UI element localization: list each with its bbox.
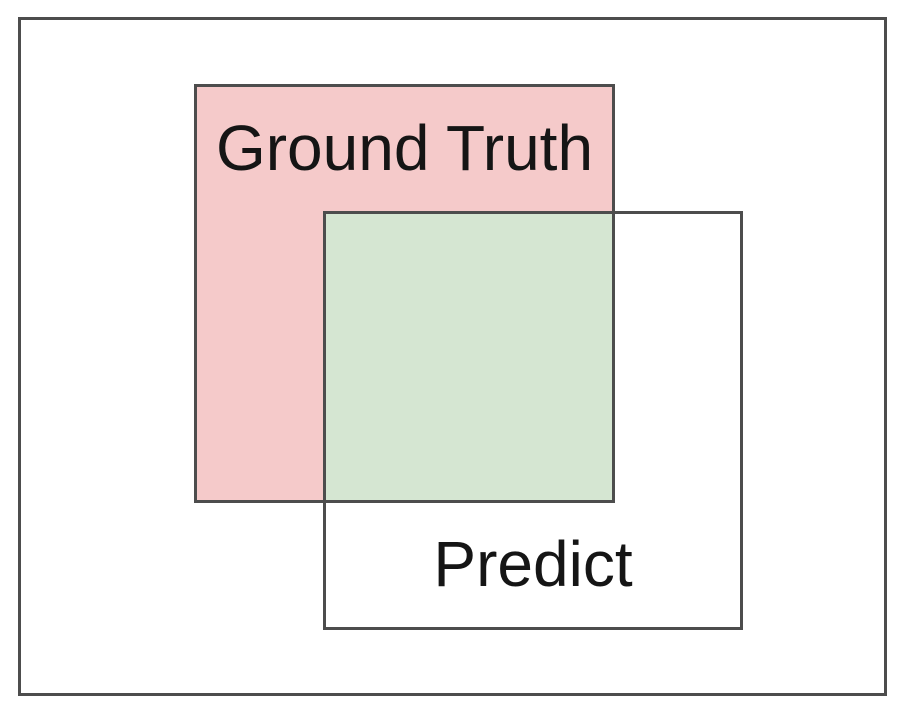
outer-frame [18, 17, 887, 696]
predict-box [323, 211, 743, 630]
predict-label: Predict [433, 528, 633, 600]
ground-truth-label: Ground Truth [215, 112, 594, 184]
overlap-region [323, 211, 615, 503]
